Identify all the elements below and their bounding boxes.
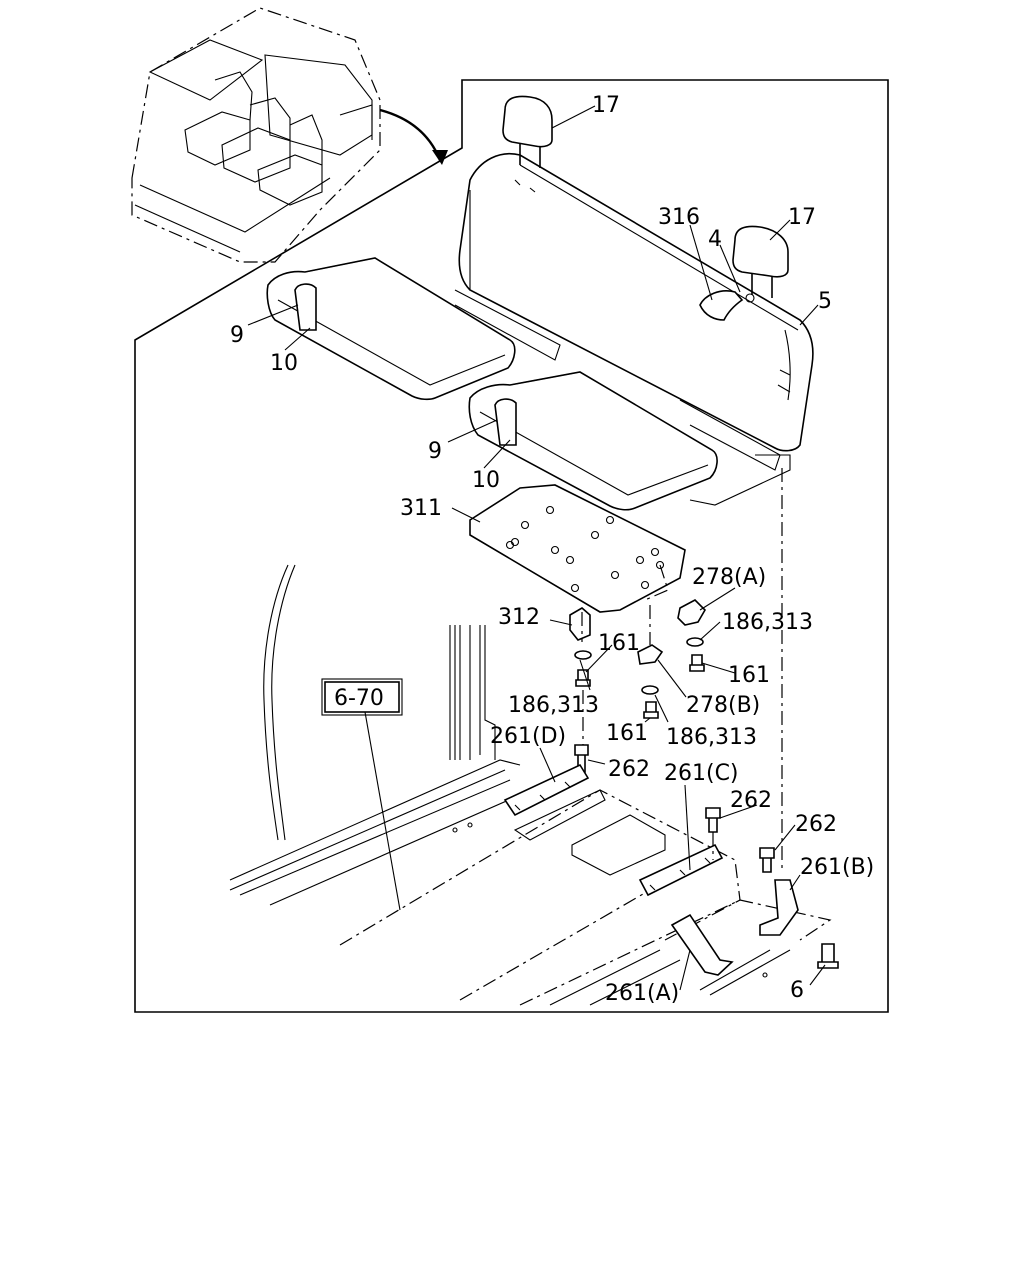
label-10-lower: 10	[472, 468, 500, 493]
label-161-lower: 161	[606, 721, 648, 746]
washer-a	[574, 650, 592, 660]
bracket-278-a	[677, 599, 707, 626]
label-261-a: 261(A)	[605, 981, 679, 1006]
leader-lines	[247, 105, 826, 991]
label-6: 6	[790, 978, 804, 1003]
label-262-upper: 262	[608, 757, 650, 782]
headrest-right	[732, 225, 789, 298]
seat-pan-plate	[469, 484, 686, 613]
bolt-161-a	[575, 669, 591, 687]
label-17-right: 17	[788, 205, 816, 230]
inset-pointer-arrow	[379, 108, 442, 161]
label-261-d: 261(D)	[490, 724, 566, 749]
rail-261-d	[503, 763, 590, 817]
seat-back	[454, 153, 814, 506]
buckle-cover	[699, 290, 744, 321]
label-17-left: 17	[592, 93, 620, 118]
label-316: 316	[658, 205, 700, 230]
rail-261-c	[638, 843, 724, 897]
bolt-262-c	[759, 847, 775, 873]
floor-body	[229, 564, 832, 1006]
washer-b	[686, 637, 704, 647]
label-186-313-lower: 186,313	[666, 725, 757, 750]
washer-c	[641, 685, 659, 695]
label-5: 5	[818, 289, 832, 314]
bolt-161-c	[643, 701, 659, 719]
bracket-278-b	[637, 644, 664, 665]
label-161-upper: 161	[598, 631, 640, 656]
headrest-left	[502, 95, 553, 168]
bolt-161-b	[689, 654, 705, 672]
label-262-middle: 262	[730, 788, 772, 813]
reference-box-frame	[324, 681, 400, 713]
label-9-lower: 9	[428, 439, 442, 464]
bolt-262-b	[705, 807, 721, 833]
leg-261-b	[759, 879, 799, 936]
label-10-upper: 10	[270, 351, 298, 376]
seat-cushion-left	[266, 257, 516, 401]
label-312: 312	[498, 605, 540, 630]
label-4: 4	[708, 227, 722, 252]
bracket-312	[569, 607, 591, 641]
diagram-frame	[134, 79, 889, 1013]
label-261-c: 261(C)	[664, 761, 739, 786]
reference-box-label: 6-70	[334, 686, 384, 711]
label-261-b: 261(B)	[800, 855, 874, 880]
seat-cushion-right	[468, 371, 718, 511]
label-262-lower: 262	[795, 812, 837, 837]
label-278-b: 278(B)	[686, 693, 760, 718]
bolt-6	[817, 943, 839, 969]
label-161-right: 161	[728, 663, 770, 688]
label-186-313-upper: 186,313	[722, 610, 813, 635]
vehicle-inset	[131, 7, 448, 263]
label-311: 311	[400, 496, 442, 521]
label-278-a: 278(A)	[692, 565, 766, 590]
label-9-upper: 9	[230, 323, 244, 348]
leg-261-a	[670, 913, 734, 976]
label-186-313-middle: 186,313	[508, 693, 599, 718]
